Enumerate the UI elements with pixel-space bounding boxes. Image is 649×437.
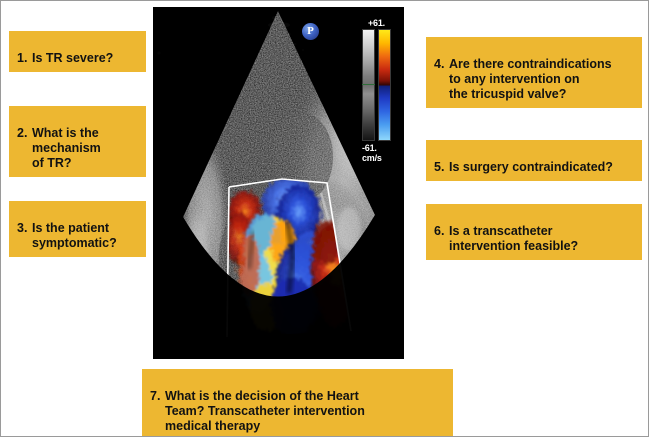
callout-number-7: 7. (150, 389, 161, 403)
callout-number-6: 6. (434, 224, 445, 238)
callout-number-5: 5. (434, 160, 445, 174)
callout-question-3: 3. Is the patient symptomatic? (9, 201, 146, 257)
echocardiogram-image: +61. -61. cm/s P (153, 7, 404, 359)
callout-question-1: 1. Is TR severe? (9, 31, 146, 72)
callout-question-5: 5. Is surgery contraindicated? (426, 140, 642, 181)
callout-text-7: What is the decision of the Heart Team? … (165, 389, 365, 433)
scale-baseline-marker (362, 84, 375, 85)
scale-units-label: cm/s (362, 153, 382, 163)
callout-number-1: 1. (17, 51, 28, 65)
probe-orientation-marker: P (302, 23, 319, 40)
color-velocity-bar (378, 29, 391, 141)
callout-text-5: Is surgery contraindicated? (449, 160, 613, 174)
velocity-color-scale: +61. -61. cm/s (356, 18, 402, 167)
callout-number-4: 4. (434, 57, 445, 71)
scale-top-label: +61. (368, 18, 385, 28)
callout-text-3: Is the patient symptomatic? (32, 221, 117, 250)
scale-bottom-label: -61. (362, 143, 377, 153)
callout-text-4: Are there contraindications to any inter… (449, 57, 612, 101)
callout-question-7: 7. What is the decision of the Heart Team… (142, 369, 453, 436)
grayscale-gain-bar (362, 29, 375, 141)
callout-number-2: 2. (17, 126, 28, 140)
callout-text-2: What is the mechanism of TR? (32, 126, 101, 170)
callout-question-4: 4. Are there contraindications to any int… (426, 37, 642, 108)
callout-question-2: 2. What is the mechanism of TR? (9, 106, 146, 177)
color-sector-outline (228, 178, 352, 332)
callout-question-6: 6. Is a transcatheter intervention feasib… (426, 204, 642, 260)
fan-mask (153, 7, 404, 359)
callout-text-1: Is TR severe? (32, 51, 114, 65)
callout-text-6: Is a transcatheter intervention feasible… (449, 224, 579, 253)
callout-number-3: 3. (17, 221, 28, 235)
